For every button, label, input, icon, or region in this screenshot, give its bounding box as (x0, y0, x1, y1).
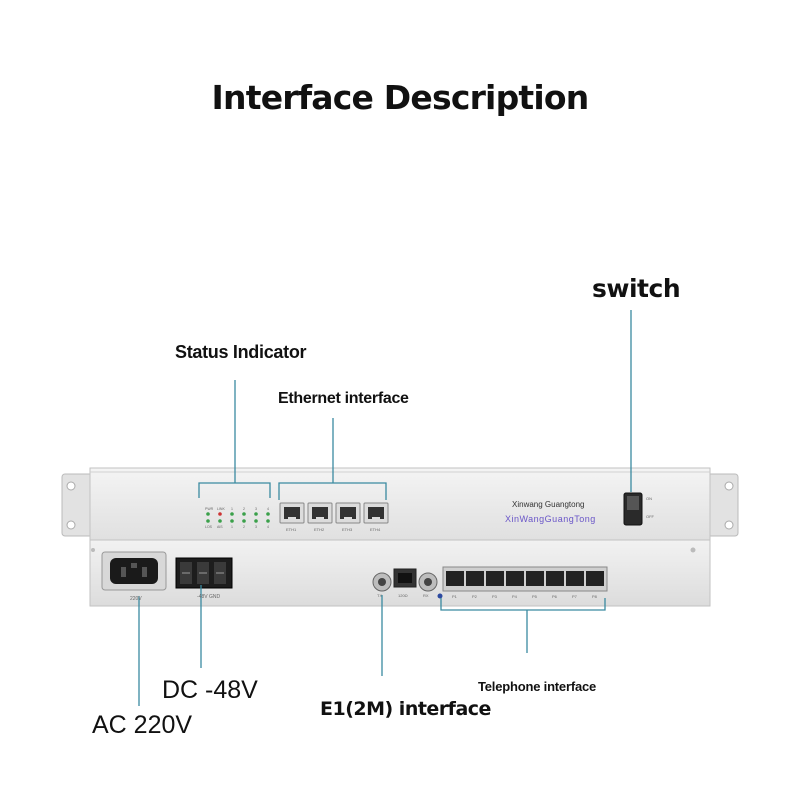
phone-port[interactable] (586, 571, 604, 586)
phone-port[interactable] (486, 571, 504, 586)
led-label: PWR (205, 507, 214, 511)
led (218, 519, 222, 523)
switch-label: switch (592, 274, 681, 303)
led-label: 4 (267, 507, 269, 511)
dc-terminal-block[interactable] (175, 557, 233, 589)
phone-port-label: P6 (552, 594, 558, 599)
eth-port-label: ETH3 (342, 527, 353, 532)
power-switch[interactable]: ON OFF (623, 492, 655, 526)
ac-power-label: AC 220V (92, 711, 193, 739)
led (266, 512, 270, 516)
ac-power-inlet[interactable] (101, 551, 167, 591)
ethernet-ports: ETH1 ETH2 ETH3 ETH4 (279, 502, 389, 532)
power-rating-label: 220V (130, 596, 142, 602)
eth-port-label: ETH1 (286, 527, 297, 532)
led-label: LOS (205, 525, 213, 529)
telephone-bracket (440, 598, 606, 611)
led-label: 4 (267, 525, 269, 529)
front-panel: PWR LINK 1 2 3 4 LOS AIS 1 2 3 4 ETH1 ET… (61, 467, 739, 541)
led-label: 3 (255, 525, 257, 529)
phone-port-label: P2 (472, 594, 478, 599)
led (254, 519, 258, 523)
led (206, 512, 210, 516)
led (242, 512, 246, 516)
brand-name: Xinwang Guangtong (512, 500, 585, 509)
front-chassis (89, 467, 711, 541)
led-label: LINK (217, 507, 225, 511)
phone-port[interactable] (566, 571, 584, 586)
dc-power-label: DC -48V (162, 676, 258, 704)
e1-port-label: 120Ω (398, 593, 408, 598)
e1-port-label: RX (423, 593, 429, 598)
eth-port-label: ETH4 (370, 527, 381, 532)
rear-panel: TX 120Ω RX P1 P2 P3 P4 P5 P6 P7 P8 (89, 539, 711, 607)
led (230, 519, 234, 523)
led-label: 3 (255, 507, 257, 511)
phone-port-label: P3 (492, 594, 498, 599)
led-label: 1 (231, 525, 233, 529)
e1-interface-label: E1(2M) interface (320, 698, 491, 720)
phone-port[interactable] (506, 571, 524, 586)
led (254, 512, 258, 516)
brand-logo-text: XinWangGuangTong (505, 514, 596, 524)
led (206, 519, 210, 523)
led-label: AIS (217, 525, 223, 529)
page-title: Interface Description (211, 78, 590, 117)
phone-port-label: P5 (532, 594, 538, 599)
phone-port-label: P4 (512, 594, 518, 599)
telephone-ports: P1 P2 P3 P4 P5 P6 P7 P8 (442, 566, 608, 599)
phone-port-label: P8 (592, 594, 598, 599)
left-rack-ear (61, 473, 95, 537)
telephone-interface-label: Telephone interface (478, 679, 597, 694)
switch-off-label: OFF (646, 514, 655, 519)
led-label: 2 (243, 507, 245, 511)
phone-port[interactable] (526, 571, 544, 586)
eth-port-label: ETH2 (314, 527, 325, 532)
status-indicator-label: Status Indicator (175, 342, 307, 362)
switch-on-label: ON (646, 496, 652, 501)
phone-port-label: P1 (452, 594, 458, 599)
phone-port-label: P7 (572, 594, 578, 599)
status-leds: PWR LINK 1 2 3 4 LOS AIS 1 2 3 4 (205, 507, 270, 529)
ethernet-interface-label: Ethernet interface (278, 390, 409, 407)
dc-terminal-label: -48V GND (197, 594, 221, 600)
phone-port[interactable] (466, 571, 484, 586)
led (218, 512, 222, 516)
led (266, 519, 270, 523)
right-rack-ear (705, 473, 739, 537)
callout-lines (138, 310, 632, 706)
led (230, 512, 234, 516)
phone-port[interactable] (546, 571, 564, 586)
e1-connectors[interactable]: TX 120Ω RX (372, 568, 438, 598)
phone-port[interactable] (446, 571, 464, 586)
e1-port-label: TX (377, 593, 382, 598)
led (242, 519, 246, 523)
led-label: 2 (243, 525, 245, 529)
led-label: 1 (231, 507, 233, 511)
